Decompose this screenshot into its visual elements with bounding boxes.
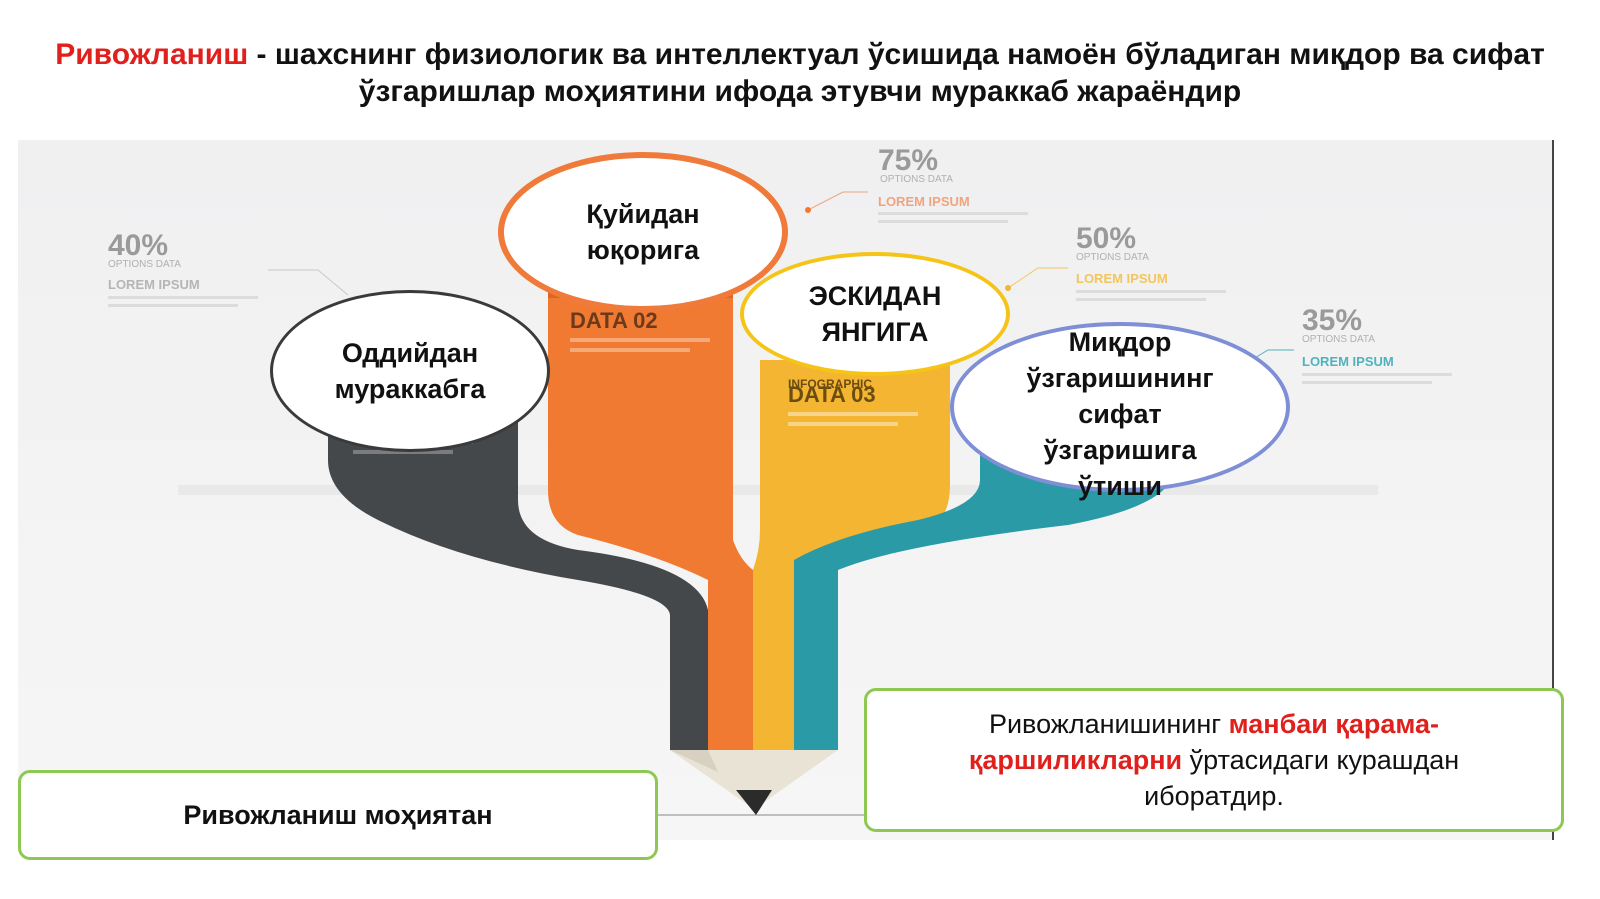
bubble-line: ўзгаришига — [1043, 435, 1197, 465]
ribbon-yellow — [753, 360, 950, 750]
bubble-text: Қуйидан юқорига — [586, 199, 700, 265]
options-label-1: OPTIONS DATA — [108, 259, 181, 270]
source-text-start: Ривожланишининг — [988, 709, 1229, 739]
bubble-text: Оддийдан мураккабга — [334, 338, 486, 404]
lorem-label-3: LOREM IPSUM — [1076, 271, 1168, 286]
title-highlight: Ривожланиш — [55, 38, 249, 71]
ribbon-orange — [548, 280, 753, 750]
source-text-highlight: манбаи қарама-қаршиликларни — [968, 709, 1440, 775]
options-label-2: OPTIONS DATA — [880, 174, 953, 185]
bubble-line: ўзгаришининг — [1026, 363, 1214, 393]
title-rest: - шахснинг физиологик ва интеллектуал ўс… — [248, 38, 1545, 108]
percent-35: 35% — [1302, 304, 1362, 337]
ribbon-label-02: DATA 02 — [570, 308, 658, 333]
options-label-4: OPTIONS DATA — [1302, 334, 1375, 345]
pencil-infographic: DATA 02 INFOGRAPHIC DATA 03 40% OPTIONS … — [18, 140, 1554, 840]
percent-40: 40% — [108, 229, 168, 262]
bubble-simple-to-complex: Оддийдан мураккабга — [270, 290, 550, 452]
source-text-end: ўртасидаги курашдан иборатдир. — [1144, 745, 1460, 811]
bubble-line: сифат — [1078, 399, 1162, 429]
bubble-text: ЭСКИДАН ЯНГИГА — [808, 281, 942, 347]
source-text: Ривожланишининг манбаи қарама-қаршиликла… — [927, 706, 1501, 814]
bubble-line: Миқдор — [1068, 327, 1172, 357]
essence-text: Ривожланиш моҳиятан — [183, 799, 493, 830]
bubble-quantity-to-quality: Миқдор ўзгаришининг сифат ўзгаришига ўти… — [950, 322, 1290, 501]
ribbon-teal — [794, 440, 1168, 750]
bubble-line: ўтиши — [1078, 471, 1162, 501]
essence-box: Ривожланиш моҳиятан — [18, 770, 658, 860]
options-label-3: OPTIONS DATA — [1076, 252, 1149, 263]
lorem-label-1: LOREM IPSUM — [108, 277, 200, 292]
page-title: Ривожланиш - шахснинг физиологик ва инте… — [40, 36, 1560, 110]
ribbon-label-03: DATA 03 — [788, 382, 876, 407]
bubble-old-to-new: ЭСКИДАН ЯНГИГА — [740, 252, 1010, 376]
percent-50: 50% — [1076, 222, 1136, 255]
lorem-label-2: LOREM IPSUM — [878, 194, 970, 209]
bubble-bottom-to-top: Қуйидан юқорига — [498, 152, 788, 312]
ribbon-infographic-label: INFOGRAPHIC — [788, 377, 872, 391]
ribbon-dark — [328, 410, 708, 750]
percent-75: 75% — [878, 144, 938, 177]
lorem-label-4: LOREM IPSUM — [1302, 354, 1394, 369]
source-box: Ривожланишининг манбаи қарама-қаршиликла… — [864, 688, 1564, 832]
